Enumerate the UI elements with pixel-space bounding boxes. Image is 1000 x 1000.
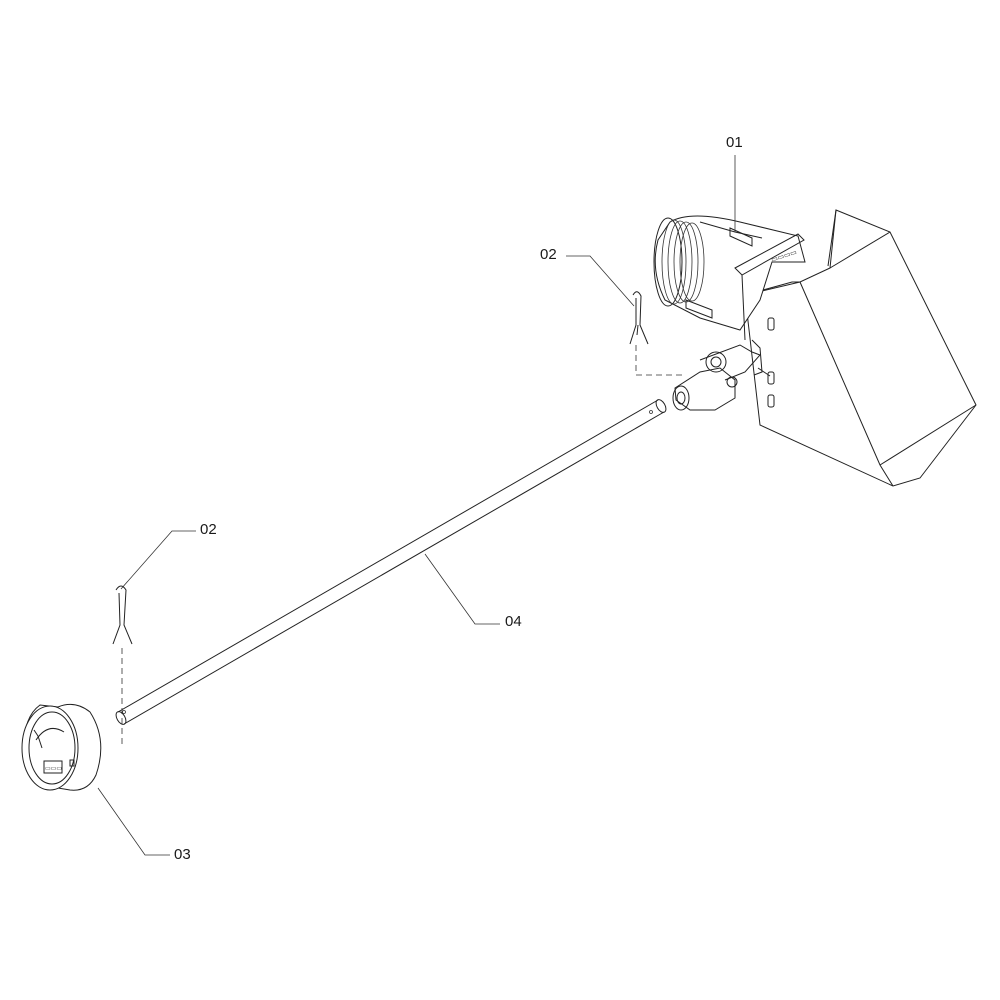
part-03-gauge-dial: ▭▭▭	[21, 703, 102, 791]
part-01-housing-assembly: ▭▭▭▭	[653, 209, 977, 487]
leader-02a	[566, 255, 635, 307]
callout-label-02-upper: 02	[540, 246, 557, 263]
gauge-face-label: ▭▭▭	[45, 766, 62, 772]
part-02-cotter-pin-upper	[629, 291, 684, 376]
universal-joint-coupling	[672, 339, 771, 411]
part-04-shaft	[115, 399, 667, 725]
leader-04	[424, 553, 500, 625]
part-02-cotter-pin-lower	[112, 585, 133, 745]
callout-label-03: 03	[174, 846, 191, 863]
callout-label-01: 01	[726, 134, 743, 151]
leader-02b	[120, 530, 196, 590]
leader-03	[97, 787, 170, 856]
callout-label-02-lower: 02	[200, 521, 217, 538]
callout-leaders	[97, 155, 736, 856]
callout-label-04: 04	[505, 613, 522, 630]
